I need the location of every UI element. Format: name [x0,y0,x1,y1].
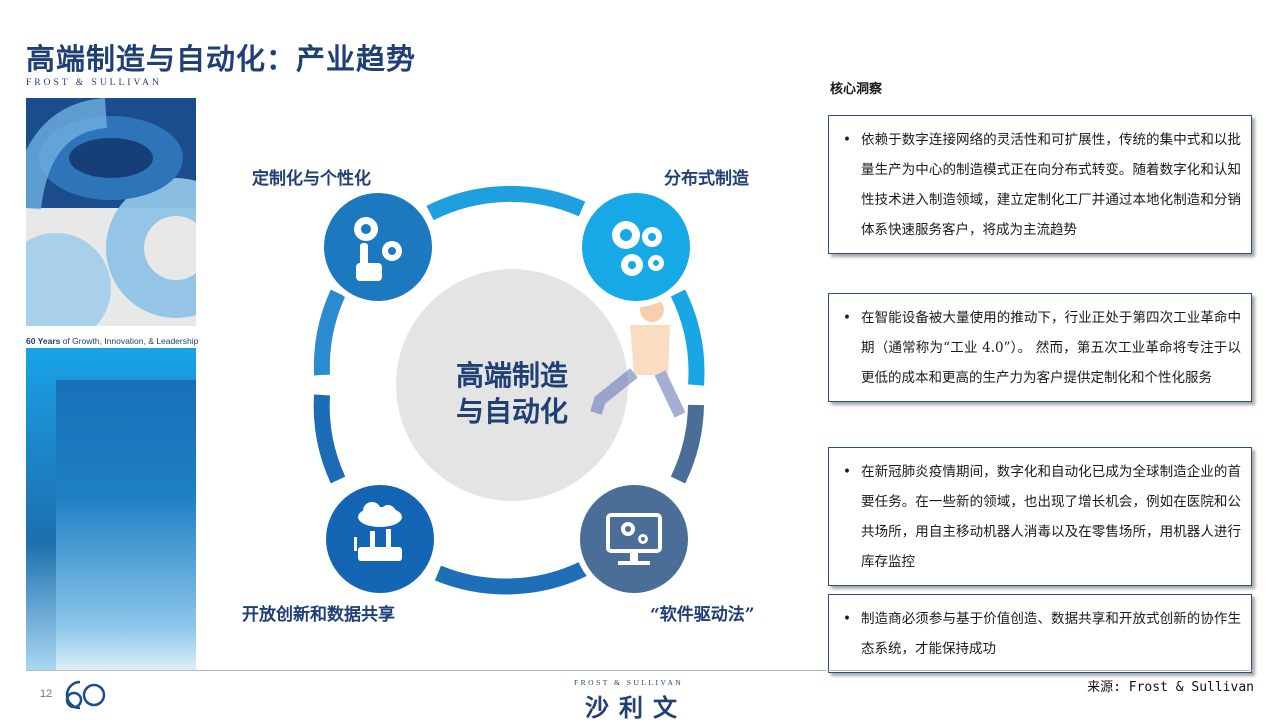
footer-divider [26,670,1254,671]
insight-box-4: 制造商必须参与基于价值创造、数据共享和开放式创新的协作生态系统，才能保持成功 [828,594,1252,673]
label-software-driven: “软件驱动法” [650,605,755,625]
ring-segment-right-upper [670,289,705,386]
ring-segment-left-upper [313,289,346,376]
node-distributed [576,187,696,307]
tagline-strong: 60 Years [26,336,61,346]
insights-heading: 核心洞察 [830,82,883,97]
footer-brand-wordmark: FROST & SULLIVAN [574,678,684,687]
center-title-line1: 高端制造 [456,359,568,392]
ring-segment-bottom [434,560,589,595]
decorative-blue-inner [56,380,196,670]
decorative-blue-block [26,348,196,670]
brand-wordmark: FROST & SULLIVAN [26,78,162,88]
label-open-innovation: 开放创新和数据共享 [242,605,395,625]
node-software-driven [574,479,694,599]
anniversary-60-graphic [26,98,196,326]
ring-segment-left-lower [313,394,346,484]
ring-segment-right-lower [670,404,704,484]
source-note: 来源: Frost & Sullivan [1087,680,1254,695]
cloud-router-icon [354,502,402,561]
node-customization [318,187,438,307]
insight-box-1: 依赖于数字连接网络的灵活性和可扩展性，传统的集中式和以批量生产为中心的制造模式正… [828,115,1252,254]
tagline: 60 Years of Growth, Innovation, & Leader… [26,336,198,346]
insight-text-1: 依赖于数字连接网络的灵活性和可扩展性，传统的集中式和以批量生产为中心的制造模式正… [843,125,1241,245]
label-customization: 定制化与个性化 [252,169,371,189]
node-open-innovation [320,479,440,599]
ring-segment-top [426,185,586,221]
insight-text-4: 制造商必须参与基于价值创造、数据共享和开放式创新的协作生态系统，才能保持成功 [843,604,1241,664]
footer-brand-chinese: 沙利文 [585,693,687,722]
insight-text-2: 在智能设备被大量使用的推动下，行业正处于第四次工业革命中期（通常称为“工业 4.… [843,303,1241,393]
insight-box-3: 在新冠肺炎疫情期间，数字化和自动化已成为全球制造企业的首要任务。在一些新的领域，… [828,447,1252,586]
anniversary-60-logo [65,680,106,710]
page-title: 高端制造与自动化：产业趋势 [26,42,417,76]
insight-box-2: 在智能设备被大量使用的推动下，行业正处于第四次工业革命中期（通常称为“工业 4.… [828,293,1252,402]
monitor-gears-icon [606,513,662,565]
hand-gears-icon [354,217,402,281]
insight-text-3: 在新冠肺炎疫情期间，数字化和自动化已成为全球制造企业的首要任务。在一些新的领域，… [843,457,1241,577]
label-distributed: 分布式制造 [664,169,749,189]
page-number: 12 [40,688,53,700]
center-title-line2: 与自动化 [456,395,568,428]
center-circle [396,269,628,501]
gears-cluster-icon [612,221,664,276]
tagline-rest: of Growth, Innovation, & Leadership [60,336,199,346]
trend-diagram: 高端制造 与自动化 [313,185,705,599]
